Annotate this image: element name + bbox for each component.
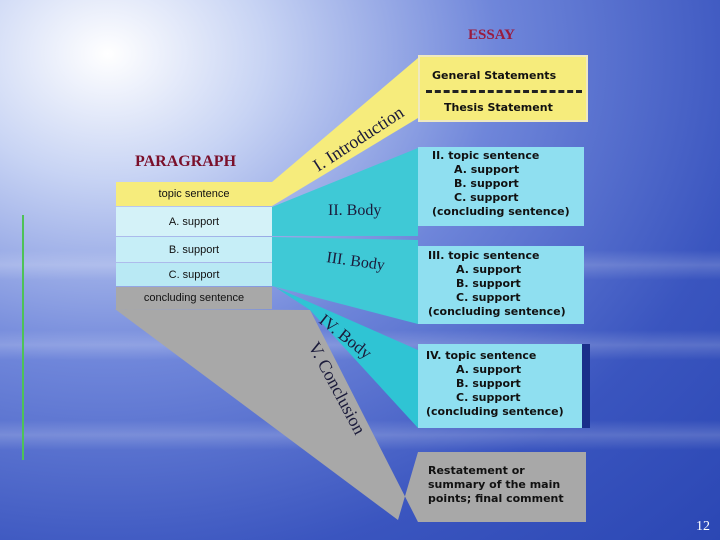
body3-support-a: A. support [456,263,522,276]
conclusion-line-1: Restatement or [428,464,525,477]
conclusion-band [115,309,418,522]
body4-support-c: C. support [456,391,521,404]
body2-card: II. topic sentence A. support B. support… [418,147,584,226]
intro-band [272,58,418,206]
body4-topic: IV. topic sentence [426,349,537,362]
conclusion-line-3: points; final comment [428,492,564,505]
body4-band [275,287,418,428]
paragraph-support-c-box: C. support [116,263,272,286]
body2-topic: II. topic sentence [432,149,540,162]
thesis-statement: Thesis Statement [444,101,553,114]
slide-number: 12 [696,519,710,534]
body3-support-c: C. support [456,291,521,304]
band-label-body2: II. Body [328,202,381,219]
body3-topic: III. topic sentence [428,249,540,262]
dashed-divider [426,90,582,93]
paragraph-topic-label: topic sentence [158,188,230,200]
conclusion-card: Restatement or summary of the main point… [418,452,586,522]
body2-support-a: A. support [454,163,520,176]
body2-support-c: C. support [454,191,519,204]
paragraph-title: PARAGRAPH [135,153,237,170]
paragraph-support-c-label: C. support [168,268,220,281]
essay-title: ESSAY [468,27,515,43]
body4-concluding: (concluding sentence) [426,405,564,418]
body2-band [272,148,418,236]
paragraph-concluding-box: concluding sentence [116,287,272,309]
body3-concluding: (concluding sentence) [428,305,566,318]
body3-band [272,237,418,324]
body2-support-b: B. support [454,177,519,190]
conclusion-line-2: summary of the main [428,478,561,491]
body4-support-a: A. support [456,363,522,376]
general-statements: General Statements [432,69,557,82]
body2-concluding: (concluding sentence) [432,205,570,218]
paragraph-support-b-box: B. support [116,237,272,262]
paragraph-support-b-label: B. support [168,243,220,256]
paragraph-concluding-label: concluding sentence [143,292,245,304]
body3-card: III. topic sentence A. support B. suppor… [418,246,584,324]
green-divider-line [22,215,24,460]
paragraph-topic-box: topic sentence [116,182,272,206]
paragraph-support-a-box: A. support [116,207,272,236]
body4-support-b: B. support [456,377,521,390]
intro-card: General Statements Thesis Statement [418,55,588,122]
paragraph-support-a-label: A. support [168,215,220,228]
body4-card: IV. topic sentence A. support B. support… [418,344,590,428]
body3-support-b: B. support [456,277,521,290]
